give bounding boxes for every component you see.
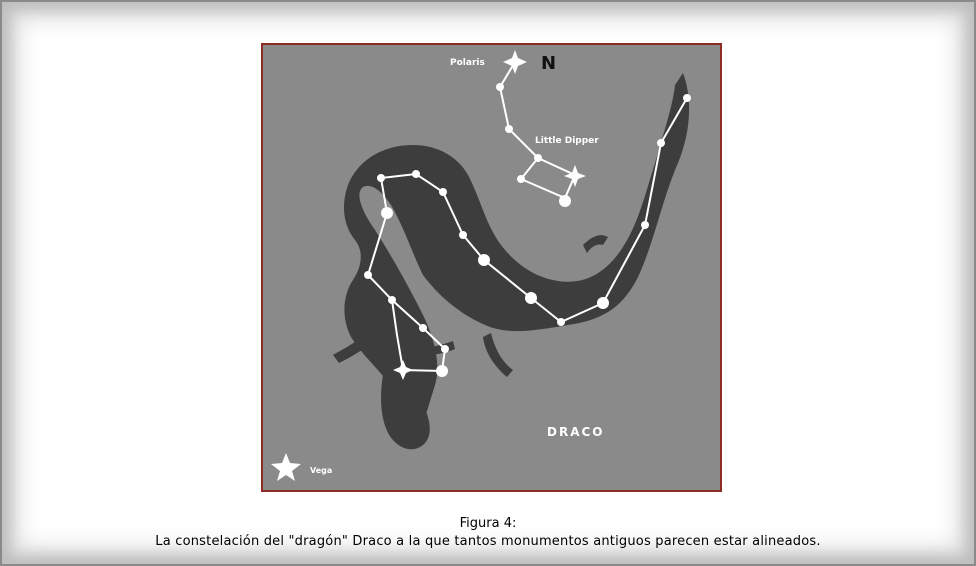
draco-constellation-image: Polaris N Little Dipper DRACO Vega — [261, 43, 722, 492]
little-dipper-label: Little Dipper — [535, 136, 599, 146]
draco-illustration: Polaris N Little Dipper DRACO Vega — [263, 45, 720, 490]
draco-label: DRACO — [547, 425, 605, 439]
north-label: N — [541, 53, 556, 74]
figure-caption-title: Figura 4: — [0, 516, 976, 532]
polaris-label: Polaris — [450, 58, 485, 68]
vega-label: Vega — [310, 466, 332, 475]
figure-caption-text: La constelación del "dragón" Draco a la … — [0, 534, 976, 550]
